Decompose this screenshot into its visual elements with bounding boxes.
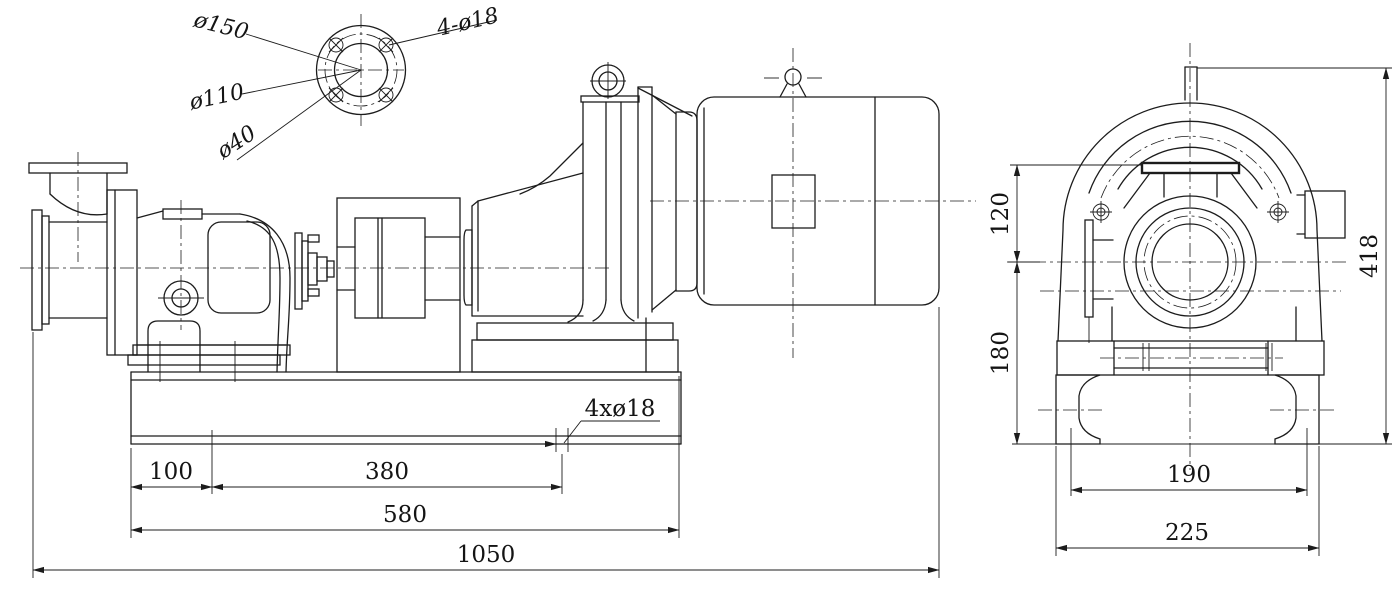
- port-outer-circle: [1123, 195, 1257, 329]
- motor-lifting-eye: [784, 68, 802, 86]
- rear-bracket-inner: [246, 220, 281, 373]
- dim-225-label: 225: [1165, 520, 1209, 546]
- pump-side-view: 100 380 580 1050 4xø18: [20, 48, 976, 578]
- front-view-dimensions: 120 180 418 190 225: [988, 67, 1392, 556]
- motor-adapter-flange: [675, 111, 698, 292]
- side-view-dimensions: 100 380 580 1050 4xø18: [32, 307, 940, 578]
- front-pedestal: [1056, 340, 1325, 376]
- front-casing: [1057, 66, 1346, 343]
- suction-piping: [28, 162, 128, 331]
- filler-boss: [162, 208, 203, 220]
- port-bore-circle: [1151, 223, 1229, 301]
- dim-1050-label: 1050: [457, 542, 516, 568]
- leader-bore: [236, 69, 362, 161]
- pump-front-view: 120 180 418 190 225: [988, 43, 1392, 556]
- leader-holes: [388, 19, 498, 46]
- flange-bore-label: ø40: [212, 121, 261, 165]
- bell-cone-top: [637, 87, 693, 117]
- discharge-flange: [1140, 161, 1241, 175]
- side-strip-plate: [1084, 219, 1094, 318]
- front-cover: [106, 189, 138, 356]
- drive-gusset: [519, 142, 584, 195]
- input-flange: [463, 229, 473, 306]
- motor-body: [696, 96, 940, 306]
- flange-outer-label: ø150: [190, 7, 251, 45]
- drive-plinth-lower: [471, 339, 679, 373]
- cover-bolt-left: [1090, 201, 1112, 223]
- shaft-seal-stack: [294, 232, 335, 310]
- dim-190-label: 190: [1167, 462, 1211, 488]
- coupling: [354, 217, 426, 319]
- coupling-assembly: [336, 197, 473, 373]
- gear-housing: [207, 221, 271, 314]
- drive-plinth-upper: [476, 322, 674, 341]
- flange-holes-label: 4-ø18: [434, 3, 502, 42]
- motor-junction-box: [771, 174, 816, 229]
- flange-detail-view: ø150 ø110 ø40 4-ø18: [186, 3, 501, 165]
- pump-foot-pad: [127, 354, 281, 366]
- drive-top-edge: [477, 172, 584, 202]
- side-flange: [31, 209, 43, 331]
- base-holes-label: 4xø18: [585, 396, 656, 422]
- leader-bolt-circle: [241, 69, 362, 95]
- flange-bolt-circle-label: ø110: [186, 80, 246, 116]
- dim-580-label: 580: [383, 502, 427, 528]
- side-port-box: [1304, 190, 1346, 239]
- channel-foot-right: [1274, 374, 1320, 445]
- bell-cone-bottom: [651, 289, 677, 311]
- front-base: [1012, 340, 1382, 458]
- dim-380-label: 380: [365, 459, 409, 485]
- top-flange: [28, 162, 128, 174]
- casing-arch: [1057, 102, 1323, 342]
- dim-180-label: 180: [988, 331, 1014, 375]
- dim-100-label: 100: [149, 459, 193, 485]
- pump-casing: [106, 189, 291, 382]
- motor: [696, 68, 940, 306]
- pump-foot: [132, 344, 291, 356]
- leader-outer: [245, 33, 362, 71]
- casing-pedestal: [147, 320, 201, 373]
- column-top-bar: [580, 95, 640, 103]
- cover-bolt-right: [1267, 201, 1289, 223]
- baseplate: [130, 371, 682, 452]
- rear-bracket-outer: [239, 213, 291, 373]
- dim-418-label: 418: [1357, 234, 1383, 278]
- gear-drive: [471, 62, 698, 373]
- dim-120-label: 120: [988, 192, 1014, 236]
- channel-foot-left: [1055, 374, 1101, 445]
